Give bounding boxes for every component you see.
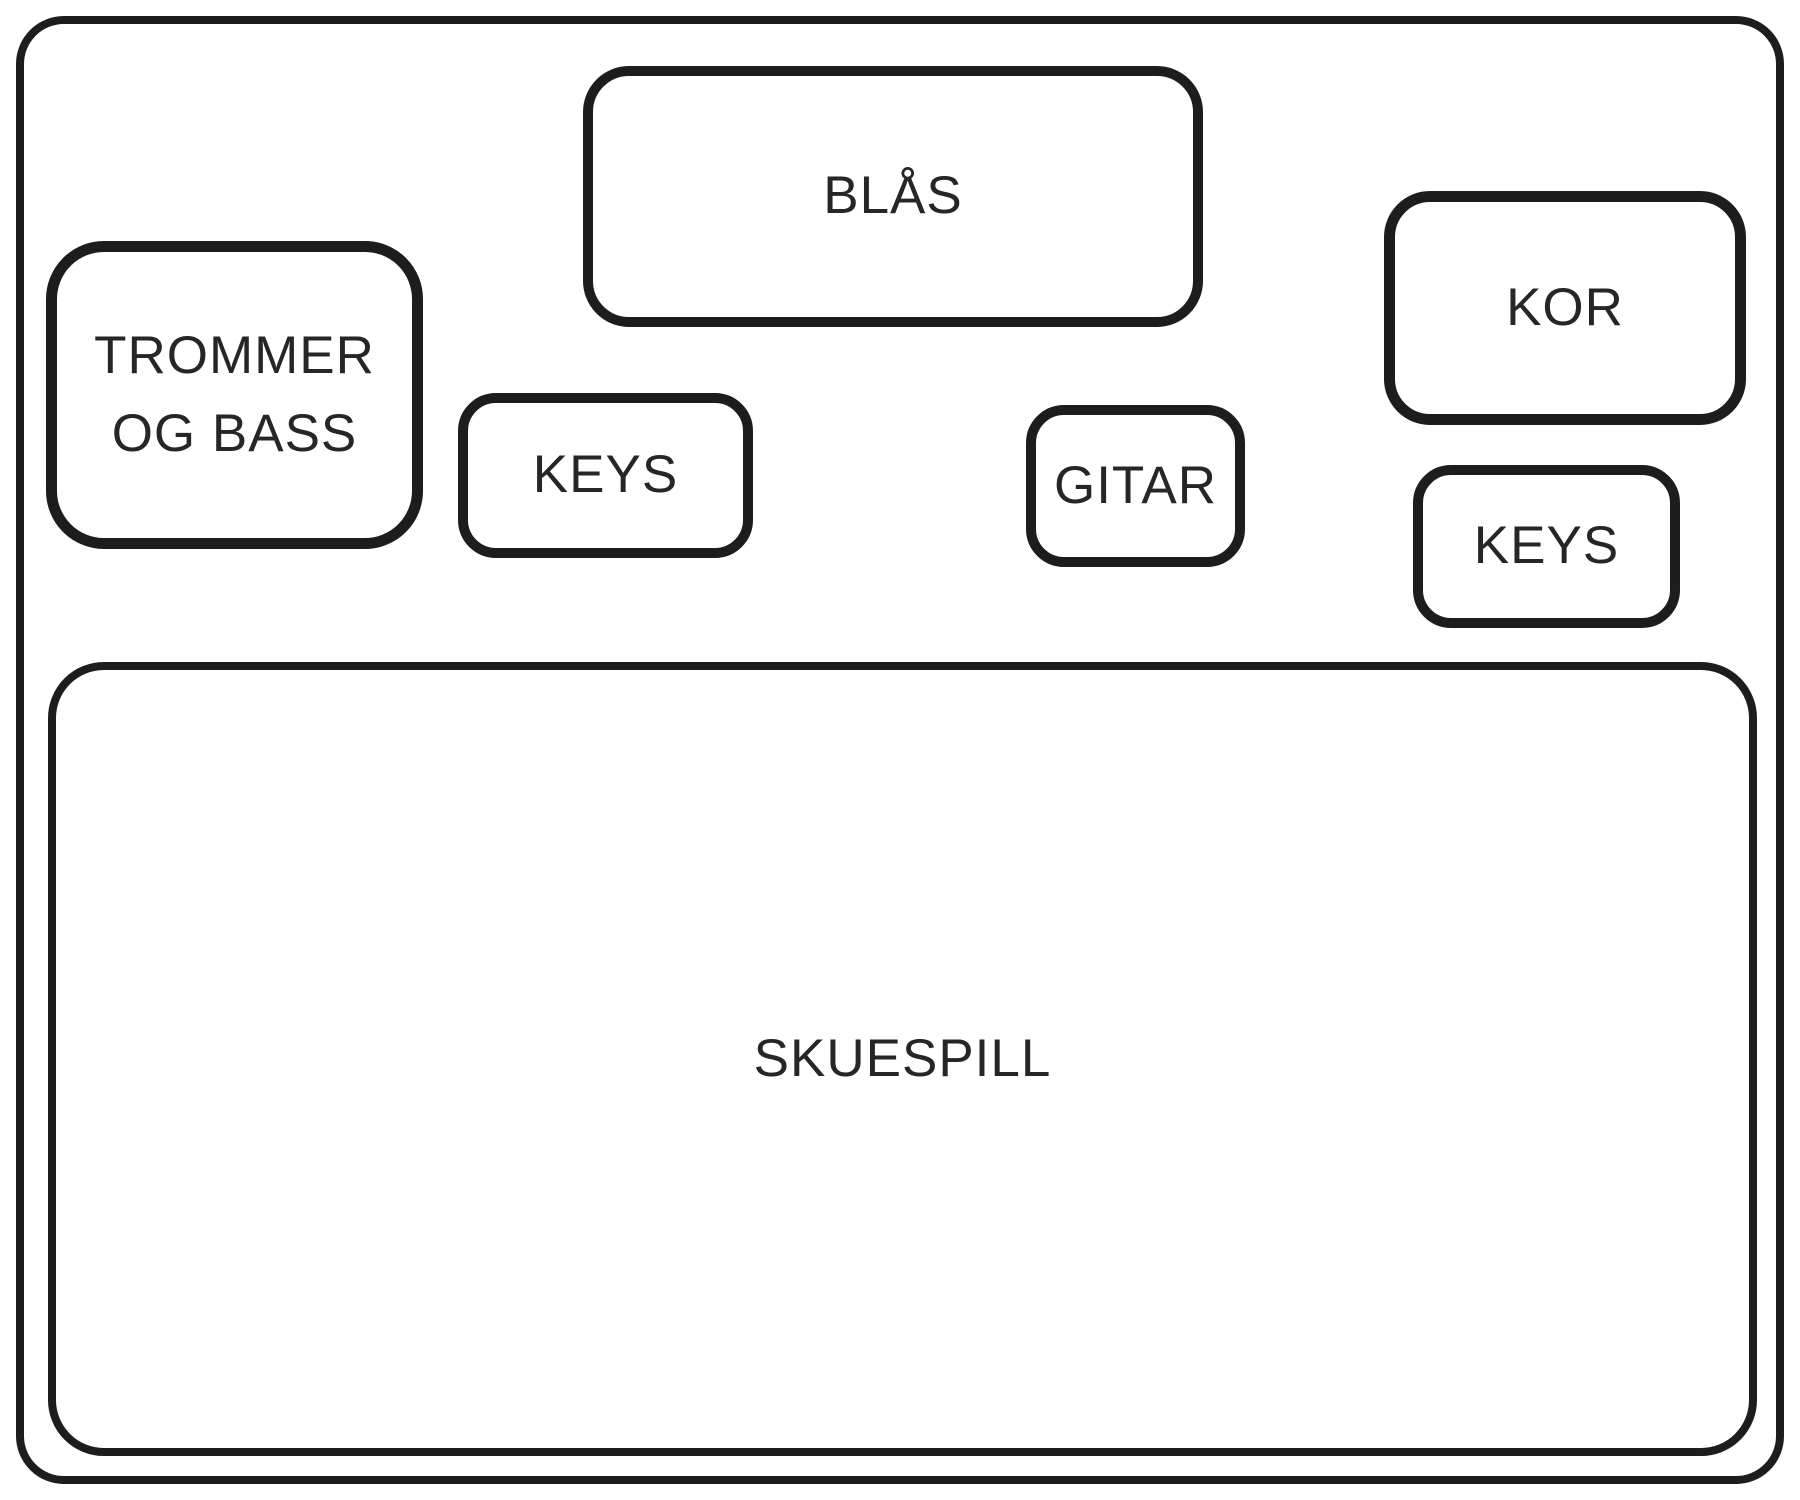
stage-zone-keys-right: KEYS [1413,465,1680,628]
stage-zone-label: SKUESPILL [753,1028,1052,1088]
stage-zone-label: KEYS [532,445,679,505]
stage-zone-label: KOR [1506,277,1624,337]
stage-zone-trommer-og-bass: TROMMER OG BASS [46,241,423,549]
stage-zone-keys-left: KEYS [458,393,753,558]
stage-zone-blas: BLÅS [583,66,1203,327]
stage-zone-label: KEYS [1473,516,1620,576]
stage-zone-kor: KOR [1384,191,1746,425]
stage-zone-skuespill: SKUESPILL [48,662,1757,1456]
stage-zone-gitar: GITAR [1026,405,1245,567]
stage-zone-label: BLÅS [823,166,963,226]
stage-zone-label: TROMMER OG BASS [94,325,375,463]
stage-zone-label: GITAR [1053,455,1218,515]
